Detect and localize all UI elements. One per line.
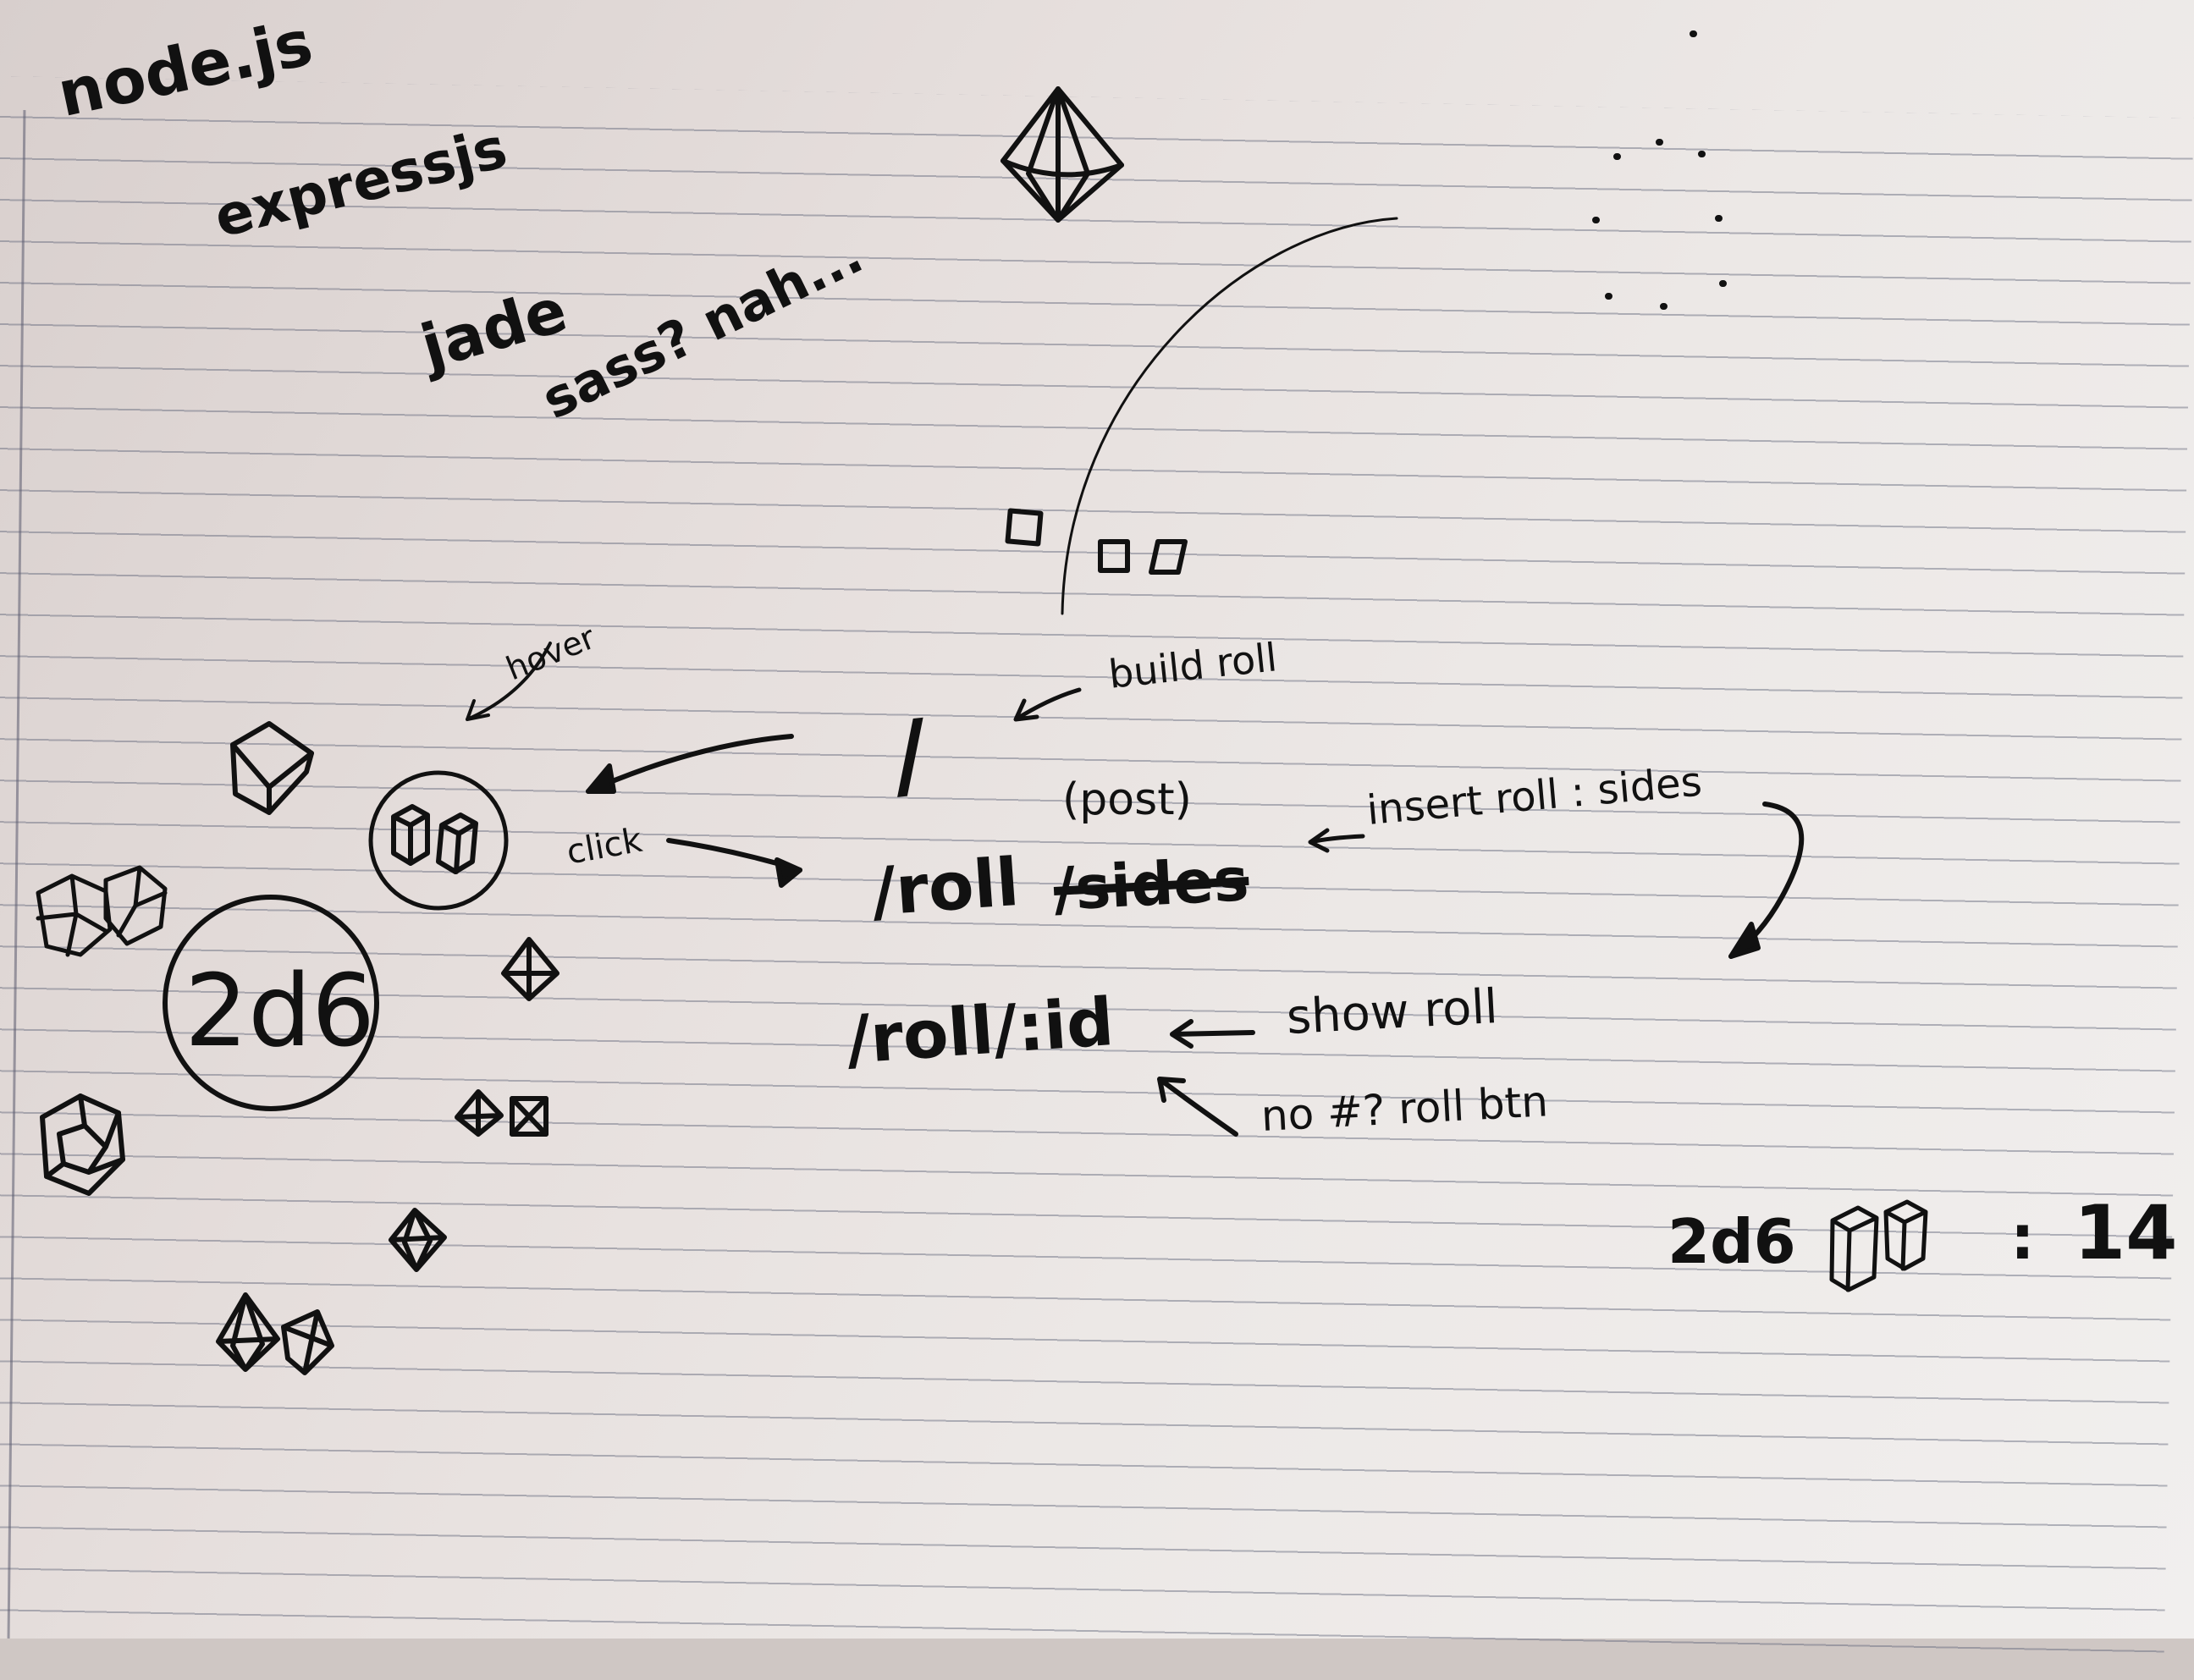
result-dice-icon — [1829, 1199, 1928, 1292]
arrow-root-to-hover — [586, 734, 794, 794]
arrow-build-roll — [1013, 687, 1082, 722]
d8-gem-icon — [501, 937, 560, 1001]
d20-gem-icon — [1001, 86, 1124, 223]
d20-ball-icon — [40, 1093, 125, 1196]
d12-cluster-icon — [36, 865, 168, 957]
result-dice-label: 2d6 — [1668, 1206, 1796, 1277]
curve-arc — [1061, 217, 1398, 615]
d12-d8-pair-icon — [216, 1292, 334, 1375]
annotation-post: (post) — [1062, 774, 1192, 825]
dice-badge-label: 2d6 — [185, 952, 376, 1069]
hover-dice-circle — [368, 770, 509, 911]
twin-d6-icon — [391, 804, 478, 874]
hover-arrow — [466, 642, 552, 721]
arrow-insert-roll — [1308, 828, 1365, 853]
result-equals: : — [2010, 1202, 2035, 1273]
dot-cluster — [1592, 30, 1727, 310]
result-value: 14 — [2074, 1189, 2178, 1276]
arrow-show-roll — [1170, 1019, 1255, 1049]
d10-gem-icon — [389, 1208, 447, 1272]
d6-cube-icon — [230, 721, 314, 815]
arrow-to-result — [1728, 801, 1805, 959]
d4-d6-pair-icon — [455, 1089, 548, 1137]
ink-drawings — [36, 30, 1928, 1375]
arrow-no-hash — [1157, 1077, 1238, 1137]
dice-badge-circle — [163, 895, 379, 1111]
small-dice-icon — [1005, 508, 1188, 575]
